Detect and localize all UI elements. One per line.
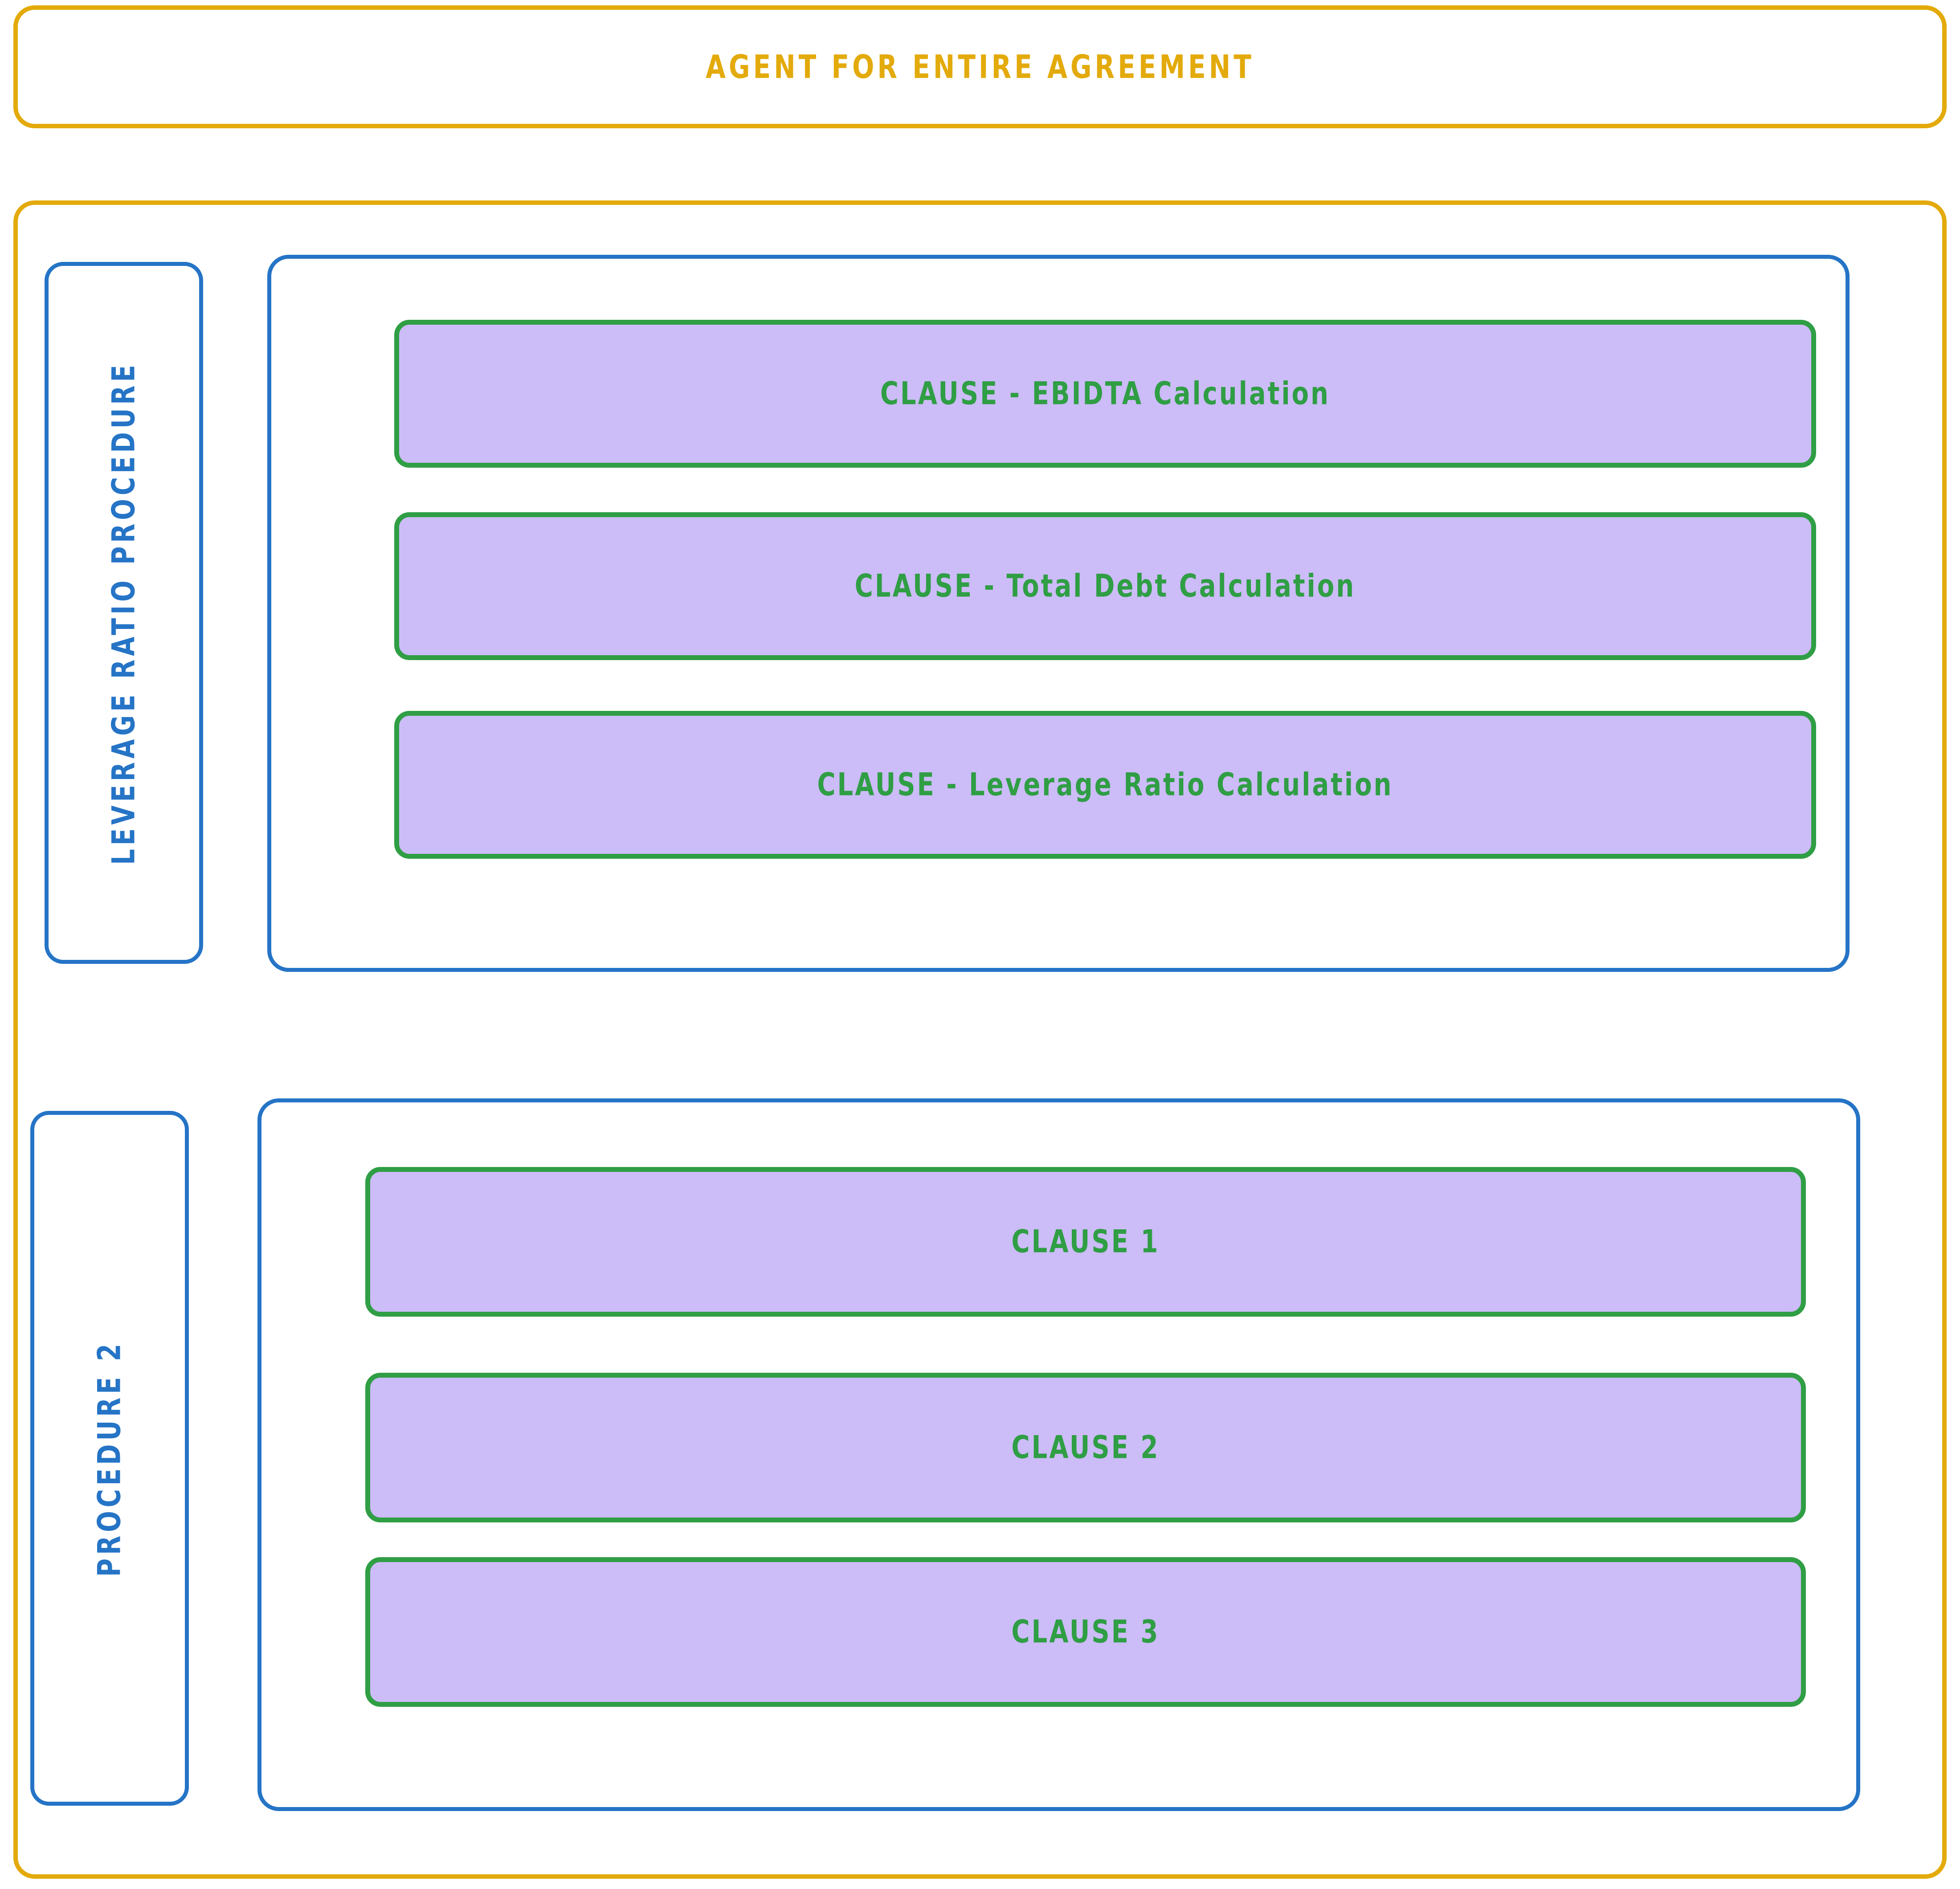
clause-label: CLAUSE 2 bbox=[1011, 1429, 1160, 1466]
clause-box-3: CLAUSE 3 bbox=[365, 1557, 1806, 1707]
agent-agreement-title: AGENT FOR ENTIRE AGREEMENT bbox=[706, 48, 1254, 86]
clause-label: CLAUSE - Total Debt Calculation bbox=[854, 568, 1356, 604]
clause-box-1: CLAUSE 1 bbox=[365, 1167, 1806, 1317]
procedure-2-clause-group bbox=[257, 1098, 1860, 1811]
clause-box-leverage-ratio-calculation: CLAUSE - Leverage Ratio Calculation bbox=[394, 711, 1816, 859]
clause-label: CLAUSE 3 bbox=[1011, 1614, 1160, 1650]
leverage-ratio-procedure-label-box: LEVERAGE RATIO PROCEDURE bbox=[45, 262, 203, 964]
clause-label: CLAUSE - Leverage Ratio Calculation bbox=[817, 767, 1393, 803]
leverage-ratio-procedure-label: LEVERAGE RATIO PROCEDURE bbox=[106, 361, 142, 865]
clause-label: CLAUSE 1 bbox=[1011, 1224, 1160, 1260]
procedure-2-label: PROCEDURE 2 bbox=[91, 1340, 128, 1577]
leverage-ratio-clause-group bbox=[267, 255, 1850, 972]
clause-box-ebidta-calculation: CLAUSE - EBIDTA Calculation bbox=[394, 320, 1816, 468]
clause-label: CLAUSE - EBIDTA Calculation bbox=[880, 375, 1331, 412]
clause-box-total-debt-calculation: CLAUSE - Total Debt Calculation bbox=[394, 512, 1816, 660]
procedure-2-label-box: PROCEDURE 2 bbox=[30, 1111, 189, 1806]
agent-agreement-banner: AGENT FOR ENTIRE AGREEMENT bbox=[13, 5, 1947, 128]
clause-box-2: CLAUSE 2 bbox=[365, 1373, 1806, 1522]
agreement-outer-container bbox=[13, 200, 1947, 1879]
